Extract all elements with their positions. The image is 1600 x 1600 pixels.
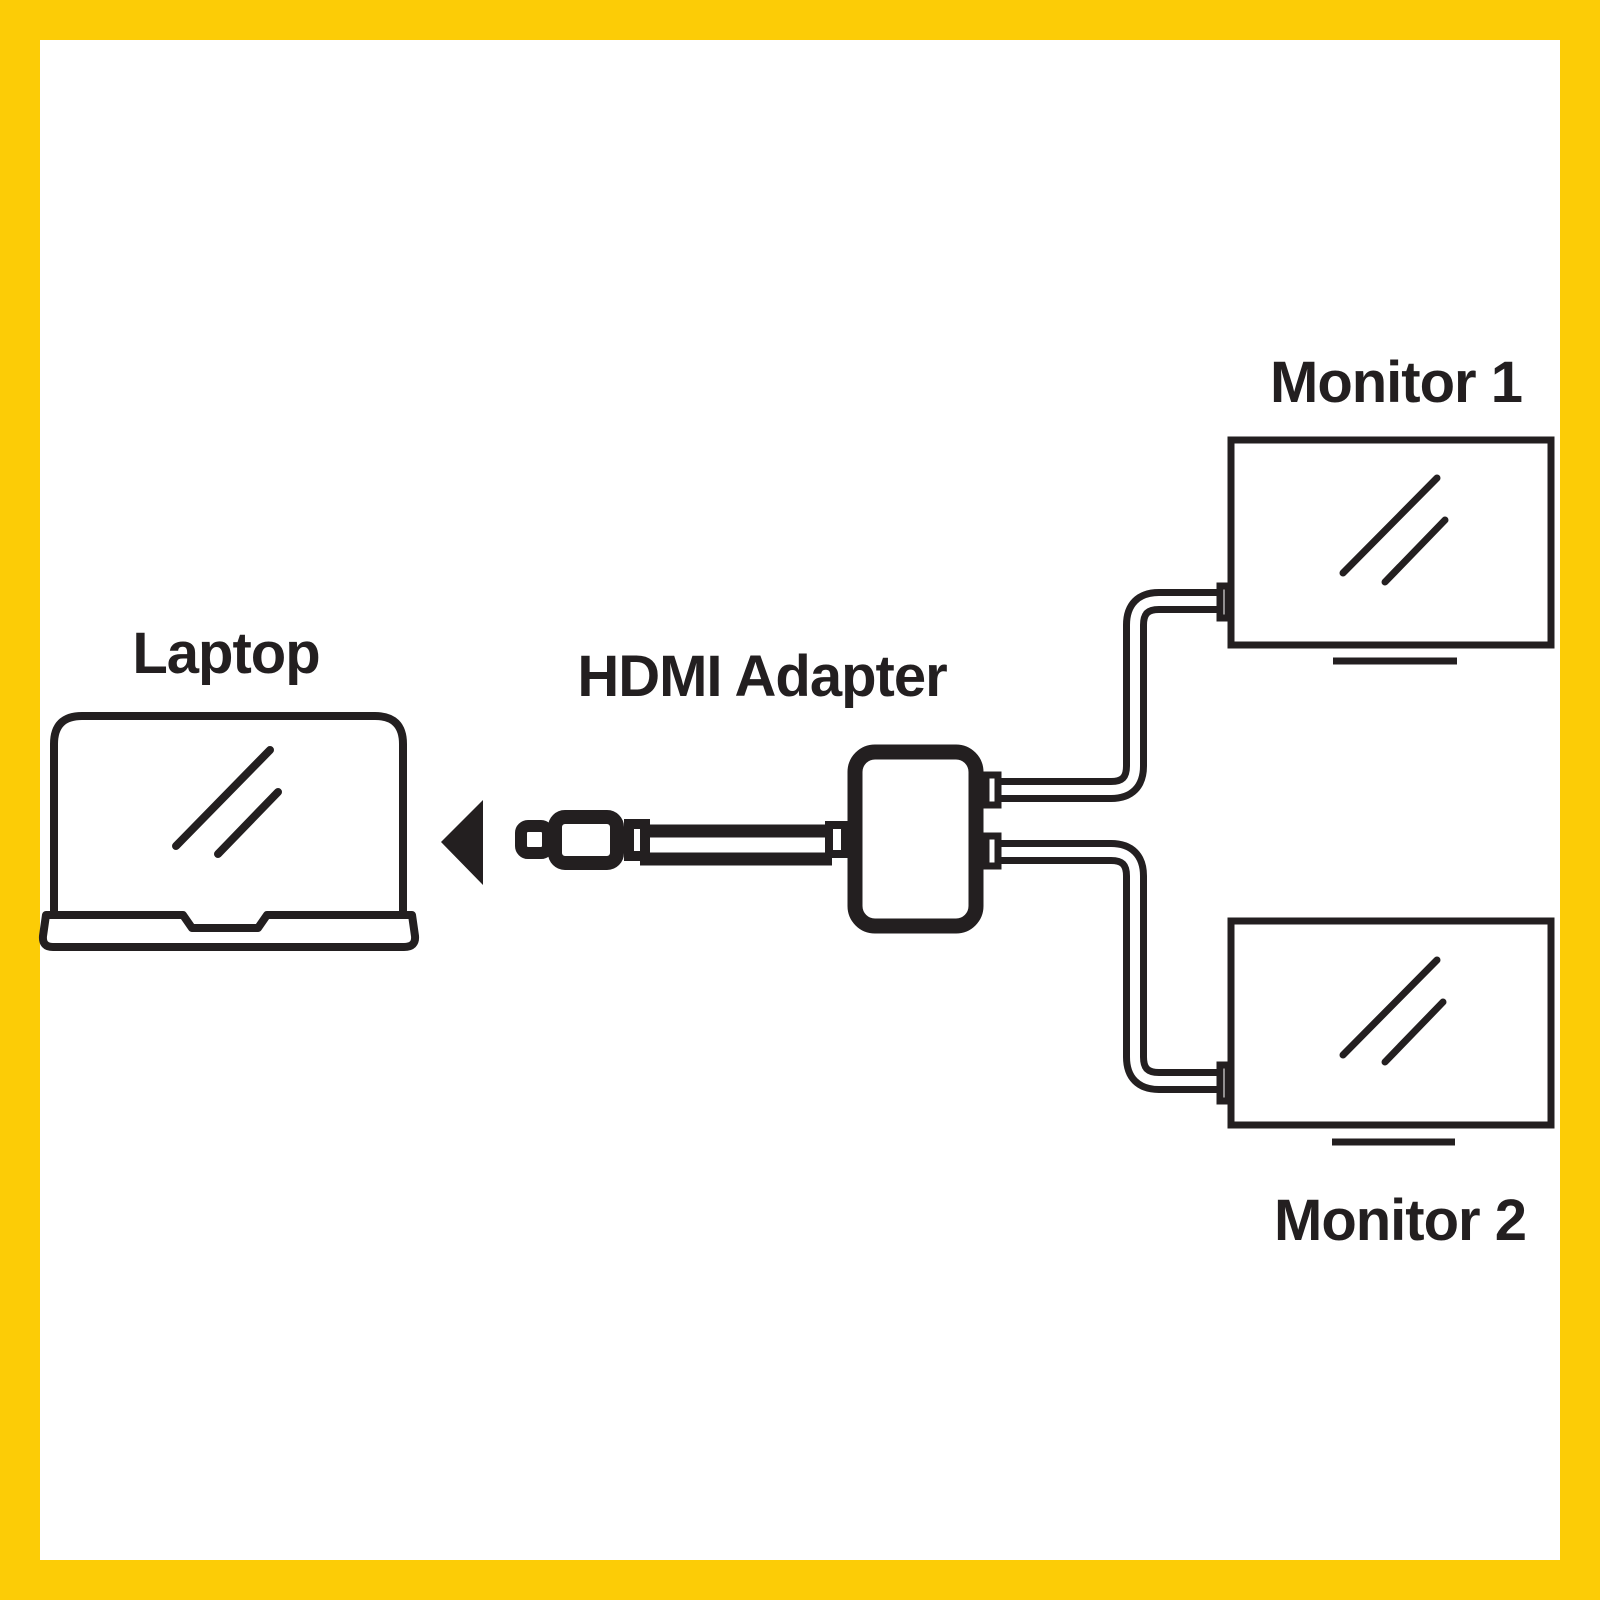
cable-to-monitor-2 [998, 840, 1221, 1093]
adapter-cord-flange [825, 821, 849, 858]
monitor-1-plug [1216, 582, 1232, 622]
monitor-2-screen [1227, 917, 1555, 1129]
cable-to-monitor-1 [998, 589, 1221, 802]
adapter-body [847, 744, 984, 934]
adapter-port-1 [982, 771, 1002, 809]
laptop-screen [50, 712, 407, 916]
usb-c-cord-collar [624, 819, 650, 861]
cable-2-core [998, 847, 1221, 1086]
monitor-2-plug [1216, 1061, 1232, 1105]
laptop-screen-glare-icon [172, 746, 282, 858]
monitor-1-label: Monitor 1 [1270, 350, 1522, 415]
arrow-left-icon [441, 800, 483, 885]
hdmi-adapter-illustration [847, 744, 1002, 934]
adapter-port-2 [982, 832, 1002, 870]
adapter-label: HDMI Adapter [577, 644, 947, 709]
monitor-1-screen [1227, 436, 1555, 649]
usb-c-connector [515, 810, 849, 870]
cable-2-outline [998, 840, 1221, 1093]
monitor-2-screen-glare-icon [1339, 956, 1447, 1066]
cable-1-outline [998, 589, 1221, 802]
laptop-illustration [38, 712, 420, 951]
laptop-label: Laptop [132, 621, 319, 686]
monitor-2-label: Monitor 2 [1274, 1188, 1526, 1253]
usb-c-plug-tip [515, 820, 554, 859]
laptop-base [38, 911, 420, 951]
monitor-2-illustration [1227, 917, 1555, 1146]
monitor-1-illustration [1227, 436, 1555, 665]
monitor-1-screen-glare-icon [1339, 474, 1449, 586]
cable-1-core [998, 596, 1221, 795]
usb-c-plug-body [548, 810, 624, 870]
